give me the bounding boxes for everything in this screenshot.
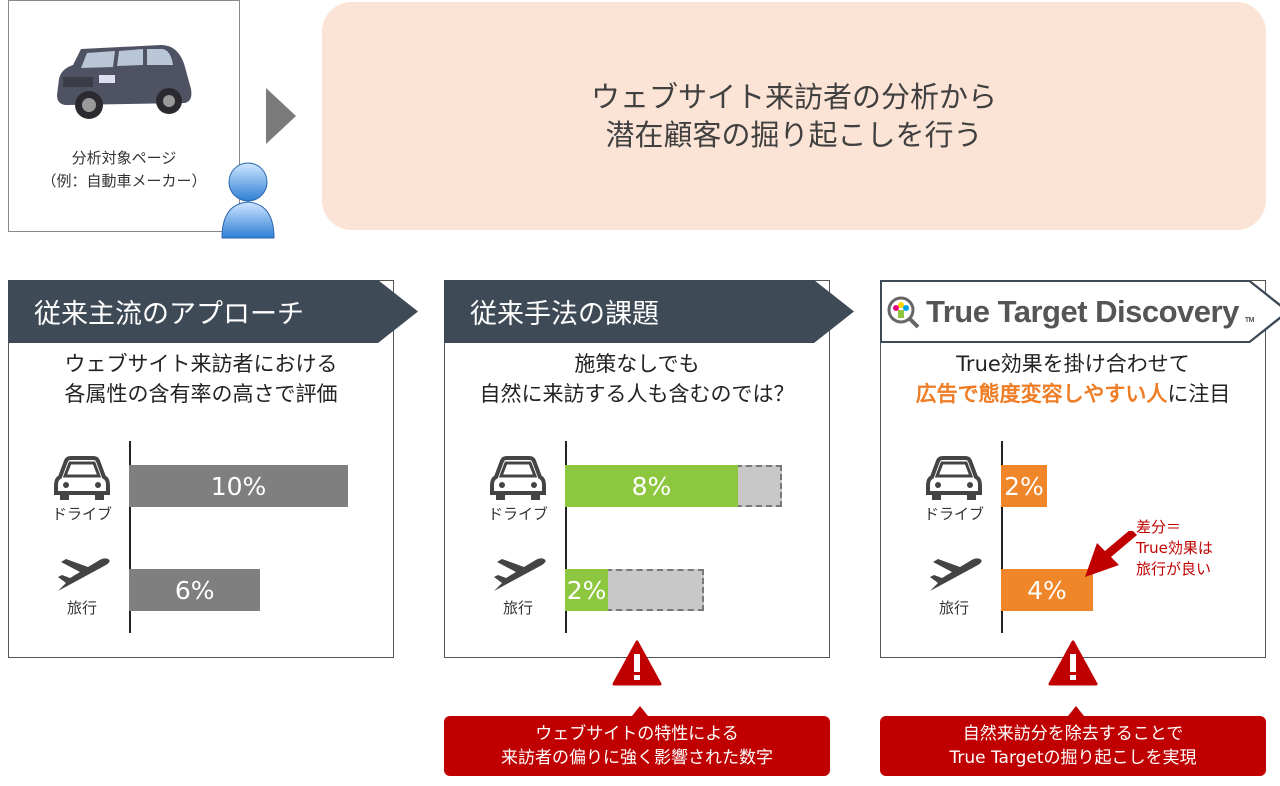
category-drive: ドライブ bbox=[914, 455, 994, 524]
panel-desc: 各属性の含有率の高さで評価 bbox=[64, 382, 338, 406]
panel-conventional-approach: 従来主流のアプローチ ウェブサイト来訪者における各属性の含有率の高さで評価 10… bbox=[8, 280, 418, 658]
panel-desc: ウェブサイト来訪者における bbox=[64, 352, 338, 376]
bar-travel: 2% bbox=[565, 569, 609, 611]
airplane-icon bbox=[930, 558, 982, 591]
goal-line2: 潜在顧客の掘り起こしを行う bbox=[605, 118, 983, 152]
bar-drive: 8% bbox=[565, 465, 738, 507]
bar-drive: 10% bbox=[129, 465, 348, 507]
airplane-icon bbox=[58, 558, 110, 591]
callout-line: True Targetの掘り起こしを実現 bbox=[949, 748, 1197, 768]
note-line: 旅行が良い bbox=[1136, 560, 1212, 578]
category-label: ドライブ bbox=[923, 505, 984, 523]
trademark: TM bbox=[1244, 316, 1255, 324]
flow-arrow-icon bbox=[266, 88, 296, 144]
pointer-arrow-icon bbox=[1085, 531, 1137, 577]
analysis-target-page-box: 分析対象ページ （例：自動車メーカー） bbox=[8, 0, 240, 232]
bar-travel: 6% bbox=[129, 569, 261, 611]
panel-desc: True効果を掛け合わせて bbox=[956, 352, 1190, 376]
note-line: True効果は bbox=[1136, 539, 1213, 557]
category-travel: 旅行 bbox=[478, 555, 558, 618]
category-travel: 旅行 bbox=[42, 555, 122, 618]
car-icon bbox=[490, 456, 546, 500]
warning-icon bbox=[1048, 640, 1098, 686]
airplane-icon bbox=[494, 558, 546, 591]
category-label: 旅行 bbox=[502, 599, 533, 617]
category-travel: 旅行 bbox=[914, 555, 994, 618]
panel-header: 従来主流のアプローチ bbox=[8, 280, 418, 343]
panel-header: 従来手法の課題 bbox=[444, 280, 854, 343]
car-illustration-icon bbox=[57, 45, 192, 119]
callout-line: ウェブサイトの特性による bbox=[535, 724, 739, 744]
goal-banner: ウェブサイト来訪者の分析から 潜在顧客の掘り起こしを行う bbox=[322, 2, 1266, 230]
target-example: （例：自動車メーカー） bbox=[41, 172, 207, 190]
magnifier-people-icon bbox=[887, 296, 920, 328]
panel-desc: に注目 bbox=[1167, 382, 1231, 406]
bar-travel: 4% bbox=[1001, 569, 1093, 611]
target-label: 分析対象ページ bbox=[71, 149, 177, 167]
note-line: 差分＝ bbox=[1136, 518, 1182, 536]
warning-icon bbox=[612, 640, 662, 686]
solution-callout: 自然来訪分を除去することで True Targetの掘り起こしを実現 bbox=[880, 706, 1266, 776]
panel-desc-highlight: 広告で態度変容しやすい人 bbox=[915, 382, 1168, 406]
category-drive: ドライブ bbox=[42, 455, 122, 524]
car-icon bbox=[926, 456, 982, 500]
car-icon bbox=[54, 456, 110, 500]
chart-axis bbox=[565, 441, 567, 633]
category-label: 旅行 bbox=[66, 599, 97, 617]
chart-axis bbox=[129, 441, 131, 633]
callout-line: 来訪者の偏りに強く影響された数字 bbox=[501, 748, 773, 768]
panel-desc: 施策なしでも bbox=[574, 352, 700, 376]
panel-title: 従来手法の課題 bbox=[470, 299, 659, 330]
issue-callout: ウェブサイトの特性による来訪者の偏りに強く影響された数字 bbox=[444, 706, 830, 776]
category-label: ドライブ bbox=[487, 505, 548, 523]
callout-line: 自然来訪分を除去することで bbox=[962, 724, 1184, 744]
panel-conventional-issue: 従来手法の課題 施策なしでも自然に来訪する人も含むのでは？ 8% 2% bbox=[444, 280, 854, 658]
bar-drive: 2% bbox=[1001, 465, 1047, 507]
difference-note: 差分＝ True効果は 旅行が良い bbox=[1136, 517, 1213, 580]
goal-line1: ウェブサイト来訪者の分析から bbox=[590, 80, 997, 114]
user-avatar-icon bbox=[221, 162, 275, 239]
category-label: ドライブ bbox=[51, 505, 112, 523]
panel-title: 従来主流のアプローチ bbox=[34, 299, 304, 330]
panel-desc: 自然に来訪する人も含むのでは？ bbox=[479, 382, 795, 406]
category-drive: ドライブ bbox=[478, 455, 558, 524]
category-label: 旅行 bbox=[938, 599, 969, 617]
chart-axis bbox=[1001, 441, 1003, 633]
logo-text: True Target Discovery bbox=[926, 293, 1239, 329]
